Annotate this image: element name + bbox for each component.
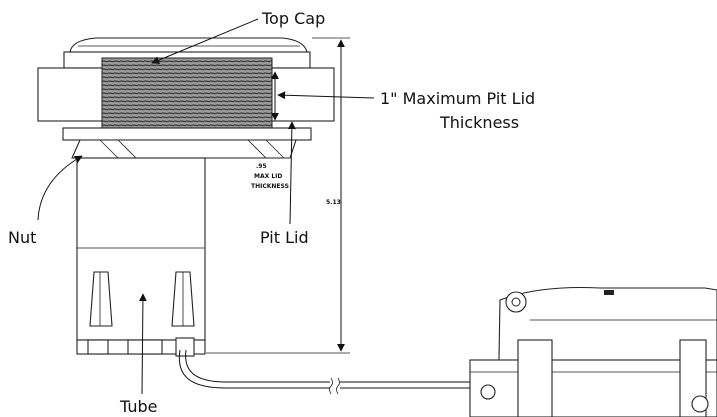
tube-label: Tube — [119, 397, 157, 416]
tube-callout: Tube — [119, 293, 157, 416]
pit-lid-label: Pit Lid — [260, 228, 309, 247]
nut — [62, 127, 312, 159]
max-thickness-label-line1: 1" Maximum Pit Lid — [380, 89, 535, 108]
nut-callout: Nut — [8, 155, 83, 247]
overall-height-dimension: 5.13 — [206, 37, 350, 354]
cable — [178, 349, 470, 395]
tube — [76, 157, 206, 357]
top-cap-callout: Top Cap — [151, 9, 325, 64]
overall-height-value: 5.13 — [326, 199, 341, 206]
pit-lid-callout: Pit Lid — [260, 121, 309, 247]
enclosure — [469, 286, 717, 417]
top-cap-label: Top Cap — [261, 9, 325, 28]
threaded-stem — [101, 57, 273, 129]
lid-thickness-value: .95 — [256, 163, 267, 170]
lid-thickness-label-line2: THICKNESS — [251, 183, 289, 190]
max-thickness-label-line2: Thickness — [439, 113, 519, 132]
nut-label: Nut — [8, 228, 36, 247]
lid-thickness-dimension: .95 MAX LID THICKNESS — [251, 71, 289, 190]
max-thickness-callout: 1" Maximum Pit Lid Thickness — [277, 89, 535, 132]
lid-thickness-label-line1: MAX LID — [254, 173, 282, 180]
